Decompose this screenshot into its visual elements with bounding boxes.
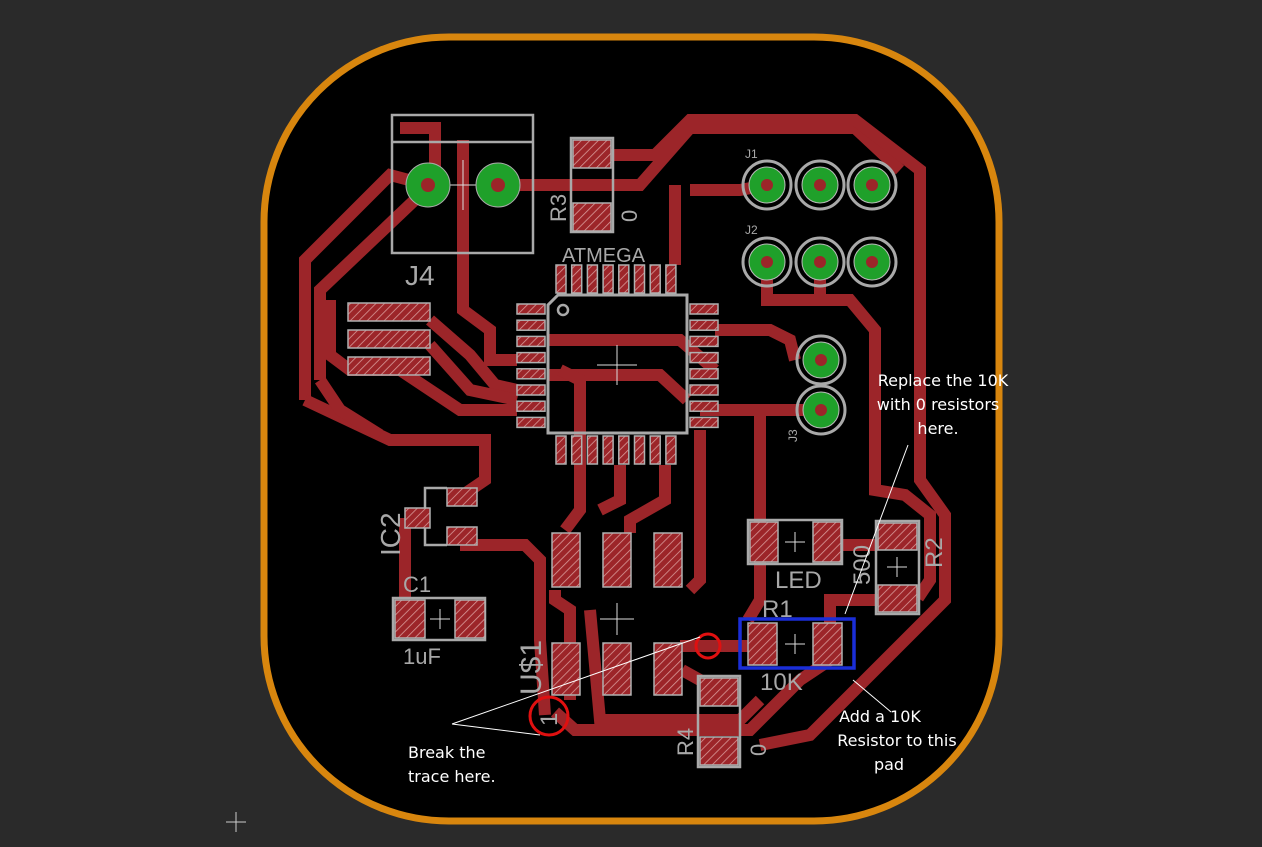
component-us1[interactable]: U$1 1 [515, 532, 683, 726]
svg-text:Replace the 10K: Replace the 10K [878, 371, 1009, 390]
ic-pin [516, 351, 546, 364]
resistor-r1[interactable]: R1 10K [738, 596, 856, 696]
regulator-ic2[interactable]: IC2 [375, 486, 478, 556]
via-hole [815, 404, 827, 416]
resistor-r2[interactable]: 500 R2 [849, 519, 948, 616]
ic-pin [516, 335, 546, 348]
led[interactable]: LED [746, 518, 844, 594]
pad-strip [347, 302, 431, 376]
value-r1: 10K [760, 669, 803, 696]
svg-text:Break the: Break the [408, 743, 485, 762]
ic-pin [665, 264, 677, 294]
ic-pin [586, 435, 599, 465]
ic-pin [570, 435, 583, 465]
break-marker-small [694, 632, 722, 660]
ic-pin [689, 368, 719, 380]
via-hole [814, 256, 826, 268]
ic-pin [516, 368, 546, 380]
ic-pin [689, 416, 719, 429]
label-c1: C1 [403, 572, 431, 597]
header-outline [795, 334, 847, 386]
label-r2: R2 [921, 537, 948, 568]
ic-pin [633, 264, 646, 294]
header-outline [794, 159, 846, 211]
label-led: LED [775, 567, 822, 594]
ic-pin [516, 416, 546, 429]
label-r4: R4 [673, 728, 698, 756]
ic-pin [689, 351, 719, 364]
ic-pin [689, 303, 719, 315]
capacitor-c1[interactable]: C1 1uF [391, 572, 487, 669]
header-outline [846, 236, 898, 288]
break-marker-large [528, 695, 570, 737]
label-j3: J3 [786, 429, 800, 442]
ic-pin [618, 264, 630, 294]
resistor-r4[interactable]: R4 0 [673, 674, 771, 769]
via-hole [866, 179, 878, 191]
ic-pin [633, 435, 646, 465]
via-hole [815, 354, 827, 366]
ic-pin [555, 264, 567, 294]
ic-pin [649, 435, 661, 465]
ic-pin [570, 264, 583, 294]
ic-pin [689, 384, 719, 396]
value-r4: 0 [746, 744, 771, 756]
ic-pin [689, 400, 719, 412]
label-us1: U$1 [515, 640, 548, 695]
r1-highlight-box [738, 617, 856, 670]
annotation-break: Break the trace here. [408, 743, 496, 786]
annotation-leaders [451, 444, 909, 736]
header-outline [741, 236, 793, 288]
header-j1-j2[interactable] [741, 159, 898, 436]
ic-pin [618, 435, 630, 465]
traces [299, 114, 951, 751]
ic-pin [516, 303, 546, 315]
ic-pin [516, 319, 546, 331]
ic-pin [555, 435, 567, 465]
label-atmega: ATMEGA [562, 245, 646, 267]
resistor-r3[interactable]: R3 0 [546, 136, 642, 234]
label-r3: R3 [546, 194, 571, 222]
svg-text:with 0 resistors: with 0 resistors [877, 395, 999, 414]
ic-pin [649, 264, 661, 294]
via-hole [814, 179, 826, 191]
ic-pin [516, 384, 546, 396]
svg-text:pad: pad [874, 755, 904, 774]
svg-text:here.: here. [917, 419, 958, 438]
via-hole [761, 179, 773, 191]
label-j4: J4 [405, 260, 435, 291]
value-r2: 500 [849, 545, 876, 585]
ic-pin [602, 264, 614, 294]
header-outline [741, 159, 793, 211]
cursor-crosshair-icon [226, 812, 246, 832]
via-hole [866, 256, 878, 268]
ic-pin [586, 264, 599, 294]
header-outline [846, 159, 898, 211]
header-outline [794, 236, 846, 288]
svg-text:Add a 10K: Add a 10K [839, 707, 921, 726]
value-c1: 1uF [403, 644, 441, 669]
label-j1: J1 [745, 147, 758, 161]
annotation-add: Add a 10K Resistor to this pad [837, 707, 956, 774]
svg-text:Resistor to this: Resistor to this [837, 731, 956, 750]
ic-pin [689, 319, 719, 331]
svg-text:trace here.: trace here. [408, 767, 496, 786]
label-j2: J2 [745, 223, 758, 237]
label-ic2: IC2 [375, 512, 406, 556]
header-outline [795, 384, 847, 436]
ic-pin [689, 335, 719, 348]
label-r1: R1 [762, 596, 793, 623]
connector-j4[interactable]: J4 [390, 113, 535, 291]
chip-atmega[interactable]: ATMEGA [516, 245, 719, 465]
annotation-replace: Replace the 10K with 0 resistors here. [877, 371, 1009, 438]
ic-pin [516, 400, 546, 412]
pin1-label: 1 [536, 713, 563, 726]
via-hole [761, 256, 773, 268]
ic-pin [665, 435, 677, 465]
value-r3: 0 [617, 210, 642, 222]
ic-pin [602, 435, 614, 465]
